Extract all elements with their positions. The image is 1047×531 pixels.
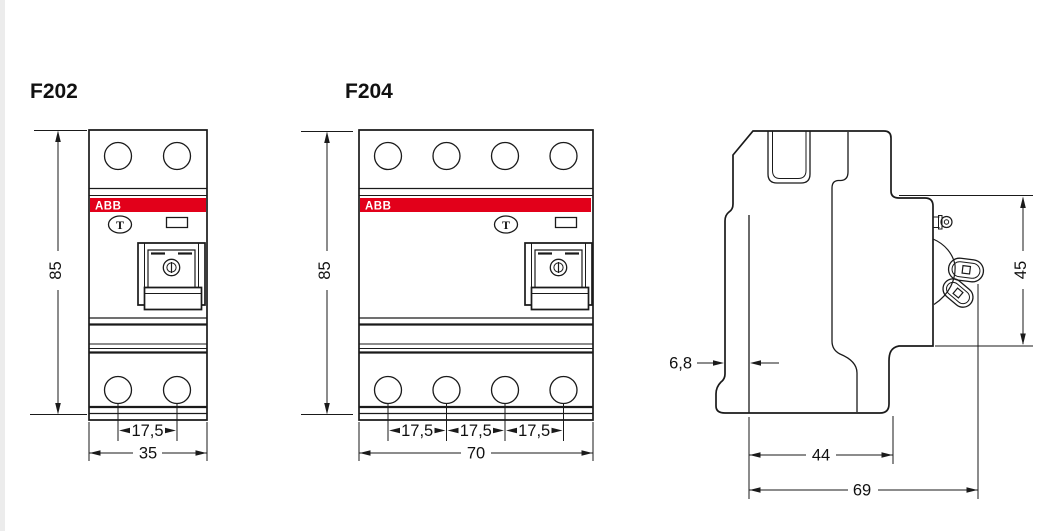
din-channel-line [832, 132, 857, 412]
terminal-hole [375, 143, 402, 170]
dim-label-6-8: 6,8 [669, 355, 692, 373]
page-left-edge [0, 0, 5, 531]
switch-handle [532, 288, 589, 310]
side-profile-outline [716, 131, 933, 413]
test-button [109, 216, 132, 233]
terminal-hole [164, 377, 191, 404]
f204-body [359, 130, 593, 420]
abb-logo: ABB [365, 201, 391, 213]
terminal-bulge [933, 239, 955, 305]
terminal-screw-icon [933, 216, 952, 230]
handle-recess-slot [768, 131, 810, 183]
f204-panel-lines [359, 189, 593, 414]
f202-dim-pitch: 17,5 [119, 422, 176, 440]
f202-front-view: F202 ABB T [30, 80, 207, 463]
f202-dim-width: 35 [89, 422, 207, 463]
f202-panel-lines [89, 189, 207, 414]
abb-logo: ABB [95, 201, 121, 213]
f202-switch-assembly [138, 243, 205, 310]
terminal-hole [550, 377, 577, 404]
dim-label-35: 35 [139, 445, 157, 463]
side-dim-height: 45 [899, 196, 1033, 347]
side-dim-depth-total: 69 [749, 284, 978, 500]
f204-dim-pitch-3: 17,5 [506, 422, 563, 440]
abb-red-band [90, 198, 206, 212]
dim-label-85: 85 [47, 261, 65, 279]
test-button [495, 216, 518, 233]
f204-dim-pitch-1: 17,5 [389, 422, 446, 440]
screw-icon [550, 259, 566, 275]
dim-label-69: 69 [853, 482, 871, 500]
side-view: 6,8 45 [669, 131, 1033, 500]
terminal-hole [550, 143, 577, 170]
side-dim-depth-front: 44 [749, 416, 893, 499]
screw-icon [163, 259, 179, 275]
terminal-hole [105, 377, 132, 404]
dim-label-45: 45 [1012, 261, 1030, 279]
f204-dim-height: 85 [301, 132, 353, 415]
f202-dim-height: 85 [30, 131, 87, 415]
dim-label-17-5: 17,5 [460, 422, 492, 440]
terminal-hole [375, 377, 402, 404]
terminal-hole [433, 377, 460, 404]
dim-label-17-5: 17,5 [401, 422, 433, 440]
indicator-window [167, 218, 188, 228]
abb-red-band [360, 198, 591, 212]
dim-label-85: 85 [316, 261, 334, 279]
f204-dim-pitch-2: 17,5 [447, 422, 504, 440]
f204-title: F204 [345, 80, 393, 103]
side-dim-lip: 6,8 [669, 355, 779, 373]
f202-title: F202 [30, 80, 78, 103]
f204-switch-assembly [525, 243, 592, 310]
terminal-clip [947, 257, 984, 283]
terminal-clip [939, 275, 977, 312]
terminal-hole [164, 143, 191, 170]
test-button-label: T [502, 218, 510, 232]
dim-label-17-5: 17,5 [518, 422, 550, 440]
terminal-hole [492, 377, 519, 404]
f204-front-view: F204 ABB T [301, 80, 593, 463]
terminal-hole [105, 143, 132, 170]
terminal-hole [433, 143, 460, 170]
indicator-window [556, 218, 577, 228]
switch-handle [145, 288, 202, 310]
test-button-label: T [116, 218, 124, 232]
terminal-hole [492, 143, 519, 170]
dim-label-70: 70 [467, 445, 485, 463]
dim-label-17-5: 17,5 [131, 422, 163, 440]
f204-dim-width: 70 [359, 422, 593, 463]
dim-label-44: 44 [812, 447, 830, 465]
